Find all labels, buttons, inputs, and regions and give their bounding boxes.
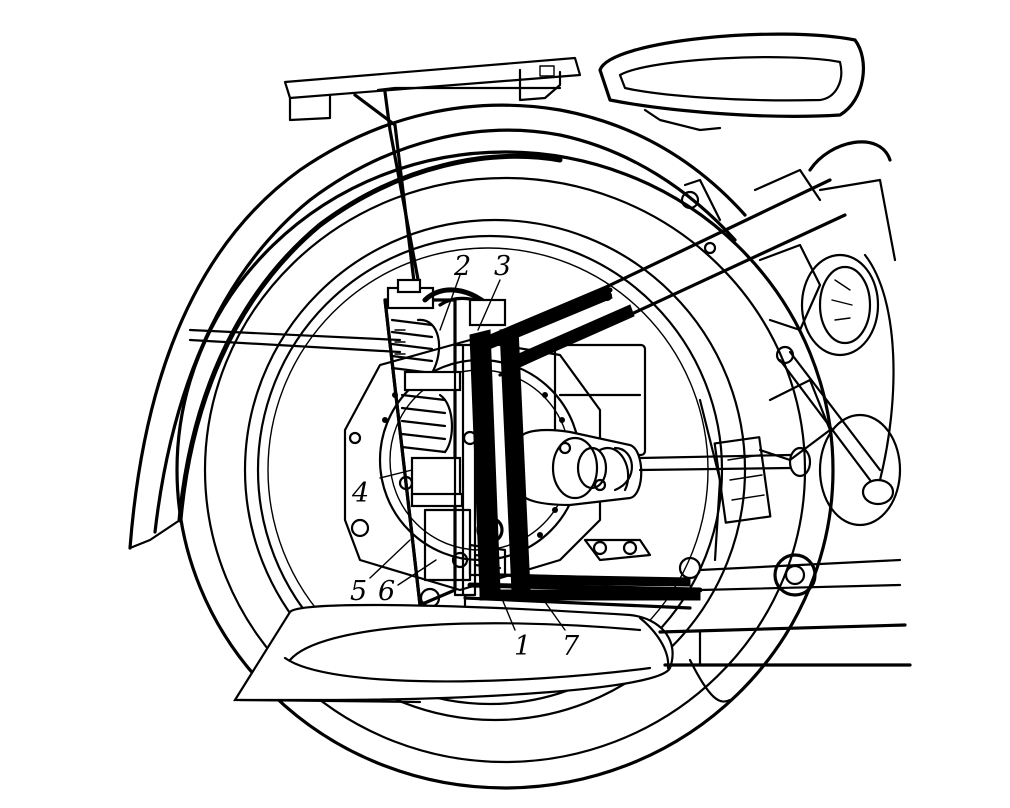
leader-6 [397, 559, 437, 586]
callout-4: 4 [351, 478, 369, 509]
engine-gearbox [680, 140, 902, 527]
leader-lines [369, 274, 566, 631]
leader-4 [379, 469, 413, 479]
callout-5: 5 [350, 576, 367, 607]
leader-5 [369, 539, 411, 579]
upper-spring [390, 318, 441, 375]
callout-1: 1 [514, 631, 531, 662]
leader-3 [477, 279, 501, 331]
callout-labels: 2 3 4 5 6 1 7 [350, 251, 580, 662]
exhaust-muffler [233, 603, 912, 704]
callout-7: 7 [562, 631, 580, 662]
leader-1 [489, 569, 516, 631]
solid-frame-members [422, 284, 701, 601]
seat [598, 32, 865, 132]
leader-7 [539, 594, 566, 631]
callout-6: 6 [378, 576, 395, 607]
cardan-driveshaft [518, 343, 812, 507]
leader-2 [439, 274, 461, 331]
callout-3: 3 [494, 251, 511, 282]
luggage-rack [283, 56, 582, 292]
lower-spring [400, 393, 454, 454]
brake-cam [583, 538, 652, 562]
callout-2: 2 [453, 251, 471, 282]
